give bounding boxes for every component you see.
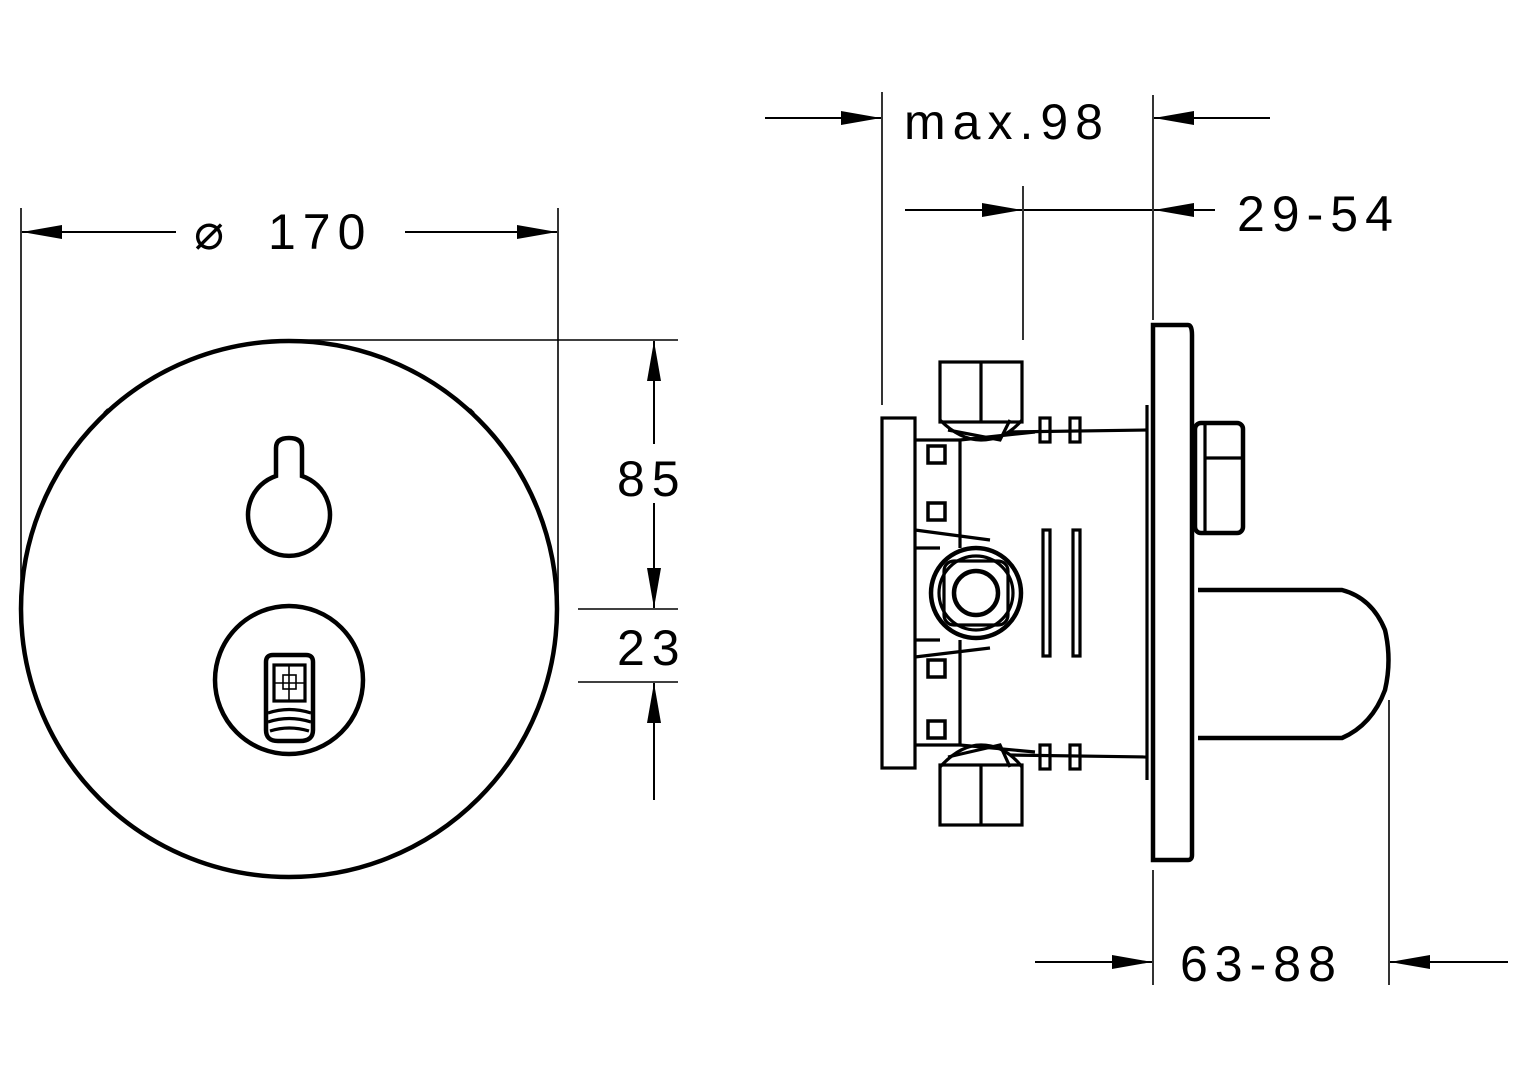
keyhole-handle — [245, 435, 333, 559]
mounting-bracket — [880, 416, 991, 770]
sensor-unit-side — [1192, 420, 1246, 536]
dimension-diameter: ⌀ 170 — [20, 204, 559, 610]
dimension-wall-depth: 29-54 — [905, 186, 1400, 340]
handle-side — [1198, 587, 1391, 741]
height-lower-label: 23 — [617, 620, 687, 676]
valve-body — [959, 405, 1149, 780]
height-upper-label: 85 — [617, 451, 687, 507]
side-connector — [928, 545, 1024, 641]
dimension-front-depth: 63-88 — [1035, 700, 1508, 992]
dimension-max-depth: max.98 — [765, 92, 1270, 405]
cover-plate-side — [1150, 322, 1195, 863]
diameter-label: 170 — [268, 204, 372, 260]
diameter-symbol: ⌀ — [194, 204, 231, 260]
max-depth-label: max.98 — [904, 94, 1110, 150]
front-depth-label: 63-88 — [1180, 936, 1343, 992]
dimension-height: 85 23 — [292, 339, 687, 800]
wall-depth-label: 29-54 — [1237, 186, 1400, 242]
bottom-nut — [938, 743, 1024, 827]
top-nut — [938, 360, 1024, 442]
sensor-icon — [263, 652, 316, 744]
side-view: max.98 29-54 63-88 — [765, 92, 1508, 992]
sensor-ring — [212, 603, 366, 757]
cover-plate — [18, 338, 560, 880]
front-view: ⌀ 170 85 23 — [18, 204, 687, 880]
